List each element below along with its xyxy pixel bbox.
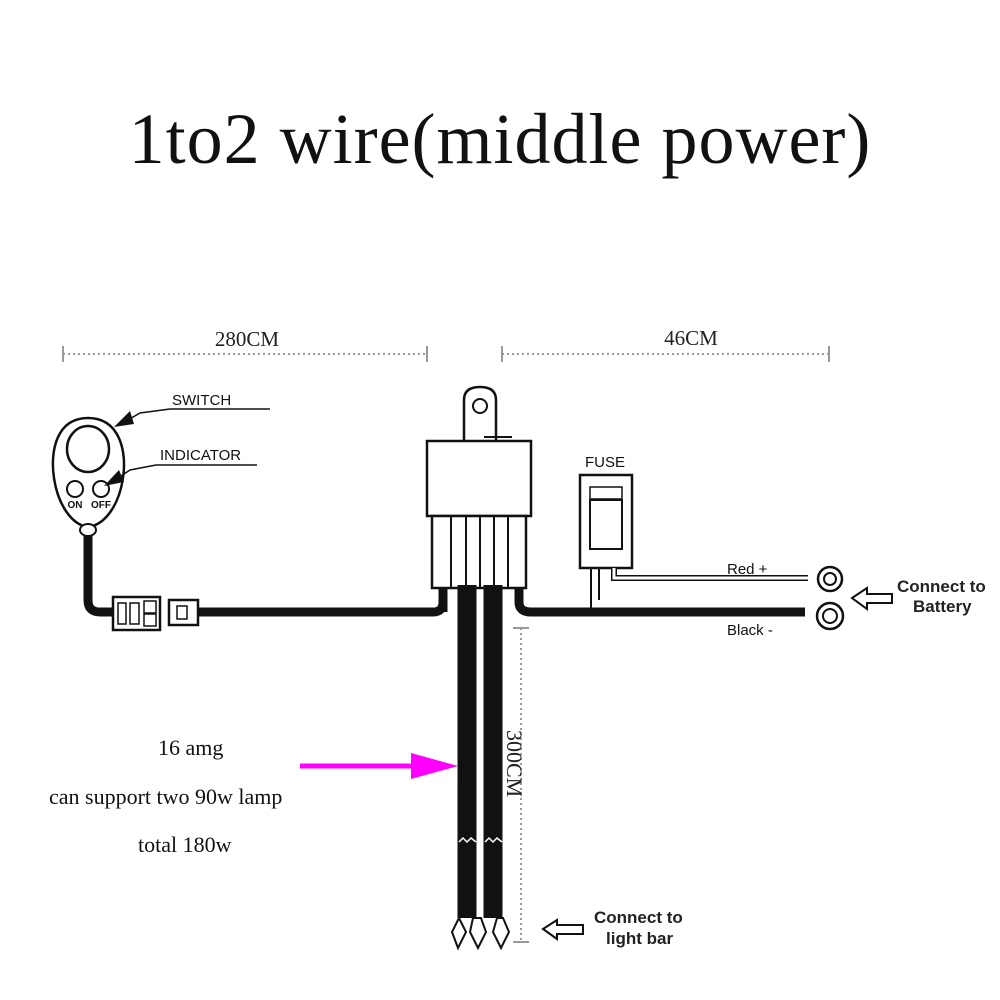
off-label: OFF xyxy=(91,500,111,511)
dimension-46cm: 46CM xyxy=(501,326,830,362)
left-arrow-icon xyxy=(541,918,584,941)
on-button xyxy=(66,480,84,498)
black-wire-label: Black - xyxy=(727,622,773,639)
magenta-pointer-arrow xyxy=(300,753,458,779)
wire-connector xyxy=(111,595,200,632)
connect-lightbar-line2: light bar xyxy=(606,929,673,948)
dimension-300-label: 300CM xyxy=(502,730,527,797)
dimension-280cm: 280CM xyxy=(62,327,428,362)
connect-battery-line2: Battery xyxy=(913,597,972,616)
connect-battery-line1: Connect to xyxy=(897,577,986,596)
switch-label: SWITCH xyxy=(172,392,231,409)
fuse: FUSE xyxy=(578,454,634,600)
indicator-label: INDICATOR xyxy=(160,447,241,464)
on-label: ON xyxy=(68,500,83,511)
dimension-46-label: 46CM xyxy=(664,326,718,350)
fuse-label: FUSE xyxy=(585,454,625,471)
note-wire-gauge: 16 amg xyxy=(158,735,224,760)
dimension-300cm: 300CM xyxy=(502,627,529,943)
left-arrow-icon xyxy=(850,586,893,611)
note-total-wattage: total 180w xyxy=(138,832,232,857)
connect-lightbar-line1: Connect to xyxy=(594,908,683,927)
switch-callout: SWITCH xyxy=(114,392,270,427)
note-lamp-support: can support two 90w lamp xyxy=(49,784,283,809)
dimension-280-label: 280CM xyxy=(215,327,280,351)
red-wire-label: Red + xyxy=(727,561,768,578)
relay xyxy=(425,385,533,590)
diagram-title: 1to2 wire(middle power) xyxy=(128,99,872,179)
lightbar-wires xyxy=(438,585,511,951)
indicator-callout: INDICATOR xyxy=(104,447,257,486)
battery-wires: Red + Black - xyxy=(514,561,845,639)
connect-battery: Connect to Battery xyxy=(850,577,986,616)
connect-lightbar: Connect to light bar xyxy=(541,908,683,948)
